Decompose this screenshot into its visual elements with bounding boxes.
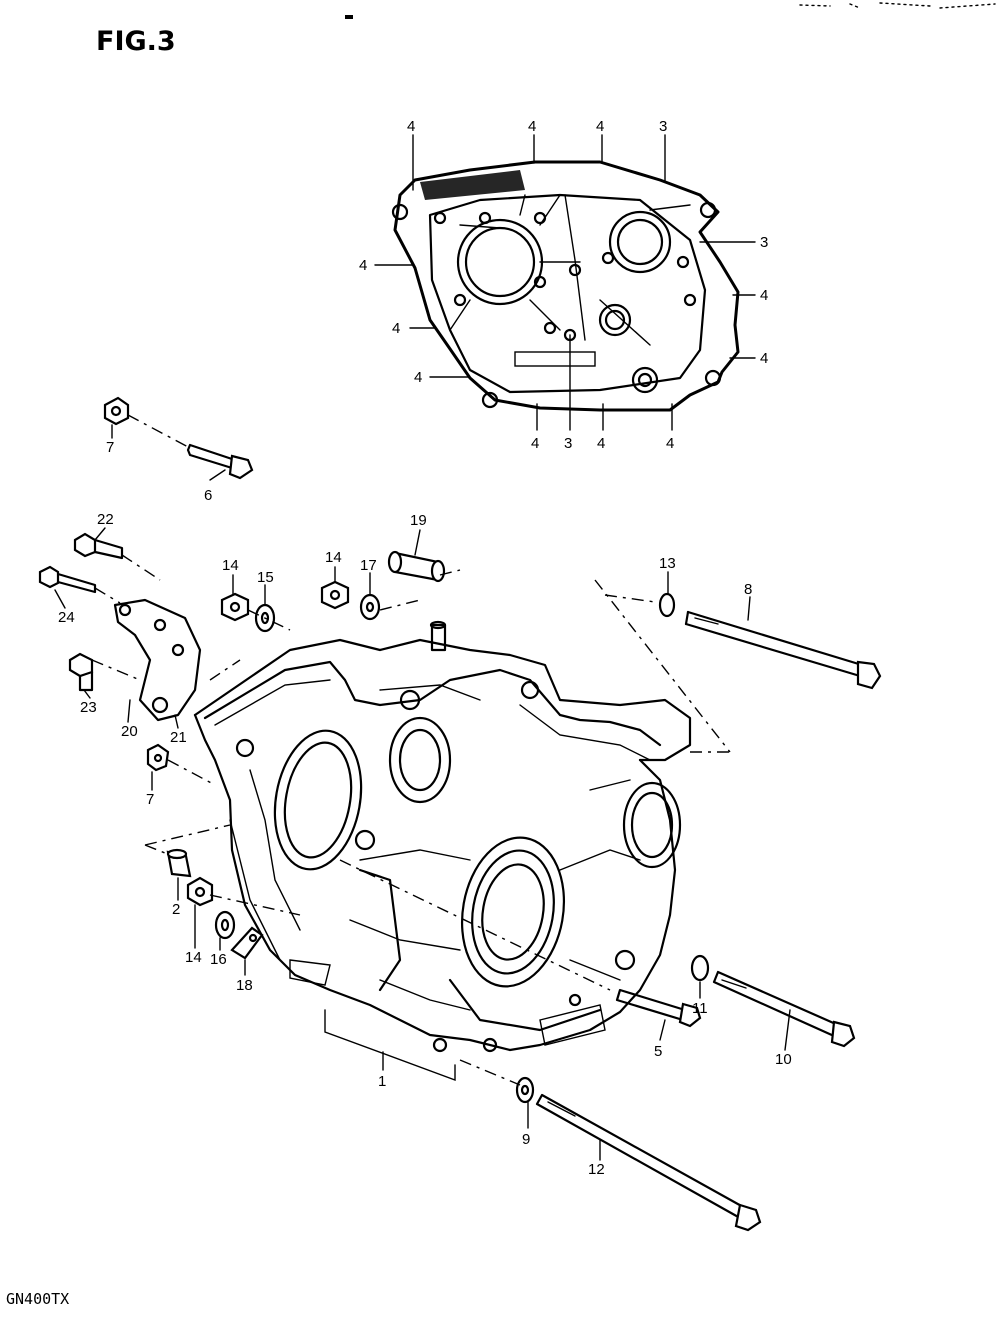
engine-mount-bracket [113,598,202,722]
callout-7: 7 [106,439,114,456]
nut-7-top [103,396,130,426]
model-code: GN400TX [6,1290,70,1308]
figure-title: FIG.3 [96,26,176,57]
scan-speckle [799,2,996,9]
sleeve-19 [387,550,446,583]
callout-2: 2 [172,901,180,918]
callout-17: 17 [360,557,377,574]
washer-11 [690,954,710,982]
callout-20: 20 [121,723,138,740]
bolt-23 [68,652,94,692]
callout-14: 14 [222,557,239,574]
callout-4: 4 [531,435,539,452]
washer-17 [359,593,381,621]
callout-12: 12 [588,1161,605,1178]
callout-18: 18 [236,977,253,994]
callout-6: 6 [204,487,212,504]
callout-3: 3 [760,234,768,251]
callout-11: 11 [692,1000,708,1017]
callout-15: 15 [257,569,274,586]
main-leaders [54,414,791,1161]
gasket-leaders [374,134,756,431]
callout-5: 5 [654,1043,662,1060]
callout-19: 19 [410,512,427,529]
callout-9: 9 [522,1131,530,1148]
plate-18 [230,926,264,960]
callout-22: 22 [97,511,114,528]
bolt-22 [73,532,124,560]
callout-4: 4 [407,118,415,135]
callout-labels: 4 4 4 3 3 4 4 4 4 4 4 4 3 4 4 7 6 22 24 … [58,118,792,1178]
callout-3: 3 [659,118,667,135]
callout-4: 4 [597,435,605,452]
callout-8: 8 [744,581,752,598]
bolt-6 [186,443,254,480]
washer-16 [214,910,236,940]
callout-4: 4 [414,369,422,386]
callout-23: 23 [80,699,97,716]
bolt-12 [535,1093,762,1232]
crankcase-gasket [391,160,740,412]
bolt-8 [684,610,882,690]
callout-1: 1 [378,1073,386,1090]
crankcase-assembly [193,620,692,1053]
callout-4: 4 [760,287,768,304]
callout-4: 4 [528,118,536,135]
callout-13: 13 [659,555,676,572]
callout-14: 14 [185,949,202,966]
washer-13 [658,592,676,618]
nut-14-left [220,592,250,622]
callout-24: 24 [58,609,75,626]
bolt-5 [615,988,702,1028]
washer-9 [515,1076,535,1104]
callout-4: 4 [596,118,604,135]
callout-14: 14 [325,549,342,566]
callout-4: 4 [666,435,674,452]
bolt-10 [712,970,856,1048]
nut-14-middle [320,580,350,610]
print-speck [345,15,353,19]
callout-4: 4 [760,350,768,367]
bolt-24 [38,565,97,594]
callout-21: 21 [170,729,187,746]
callout-16: 16 [210,951,227,968]
callout-7: 7 [146,791,154,808]
callout-3: 3 [564,435,572,452]
nut-14-lower [186,876,214,907]
callout-10: 10 [775,1051,792,1068]
callout-4: 4 [359,257,367,274]
callout-4: 4 [392,320,400,337]
nut-7-middle [146,743,170,772]
dowel-2 [166,848,192,878]
